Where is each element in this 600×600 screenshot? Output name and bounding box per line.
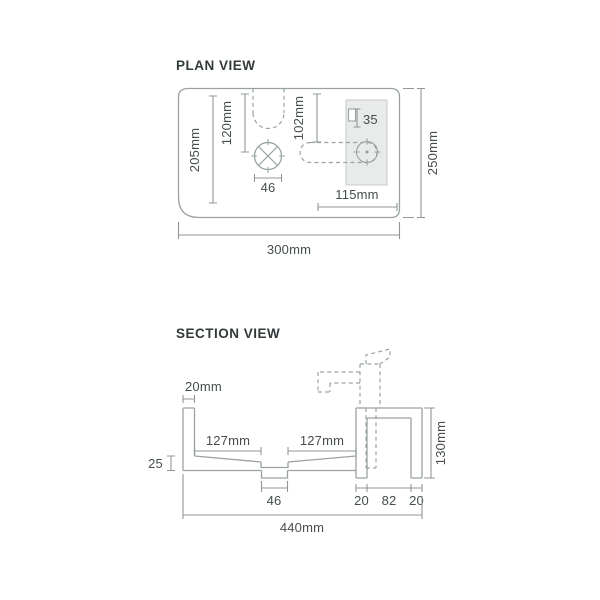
section-dim-25-label: 25: [148, 456, 163, 471]
plan-dim-35-line: [353, 108, 361, 128]
section-view-title: SECTION VIEW: [176, 326, 280, 341]
section-deck-outline: [355, 407, 423, 479]
section-dim-82-label: 82: [382, 493, 397, 508]
plan-hidden-tap-outline: [252, 88, 285, 130]
plan-dim-205-label: 205mm: [187, 128, 202, 172]
section-dim-20a-label: 20: [354, 493, 369, 508]
plan-dim-115-line: [317, 203, 398, 211]
plan-dim-250-label: 250mm: [425, 131, 440, 175]
plan-dim-205-line: [209, 95, 217, 204]
section-dim-46-label: 46: [267, 493, 282, 508]
plan-drain-cross: [258, 146, 278, 166]
section-dim-20-82-20-line: [355, 484, 423, 492]
plan-dim-250-line: [403, 87, 425, 219]
plan-dim-300-line: [177, 222, 401, 239]
plan-dim-120-label: 120mm: [219, 101, 234, 145]
section-dim-130-line: [424, 407, 435, 479]
section-dim-127-right-label: 127mm: [300, 433, 344, 448]
plan-view-title: PLAN VIEW: [176, 58, 256, 73]
section-dim-130-label: 130mm: [433, 421, 448, 465]
plan-dim-102-label: 102mm: [291, 96, 306, 140]
plan-dim-115-label: 115mm: [335, 187, 378, 202]
plan-tap-hole-center: [365, 150, 369, 154]
section-dim-127-left-label: 127mm: [206, 433, 250, 448]
section-dim-46-line: [260, 481, 289, 492]
section-dim-440-line: [182, 474, 423, 519]
plan-view: PLAN VIEW 205mm 120mm 102mm 35 46: [176, 58, 440, 257]
plan-dim-102-line: [313, 93, 321, 143]
plan-hidden-spout-outline: [299, 141, 378, 164]
plan-basin-outline: [177, 87, 401, 219]
section-dim-127-left-line: [193, 447, 262, 455]
plan-drain-ticks: [251, 139, 285, 173]
section-bowl-outline: [182, 407, 357, 479]
section-dim-20-line: [182, 395, 196, 403]
section-view: SECTION VIEW 20mm 127mm 127mm 25 46 20 8…: [148, 326, 448, 535]
section-dim-20b-label: 20: [409, 493, 424, 508]
plan-dim-300-label: 300mm: [267, 242, 311, 257]
section-dim-127-right-line: [287, 447, 357, 455]
section-dim-25-line: [167, 455, 175, 472]
section-dim-440-label: 440mm: [280, 520, 324, 535]
plan-dim-46-label: 46: [261, 180, 276, 195]
plan-fixing-hole: [347, 108, 357, 122]
section-dim-20-label: 20mm: [185, 379, 222, 394]
plan-dim-35-label: 35: [363, 112, 378, 127]
plan-dim-120-line: [241, 93, 249, 153]
section-hidden-tap-outline: [317, 348, 391, 469]
plan-dim-46-line: [253, 174, 283, 182]
